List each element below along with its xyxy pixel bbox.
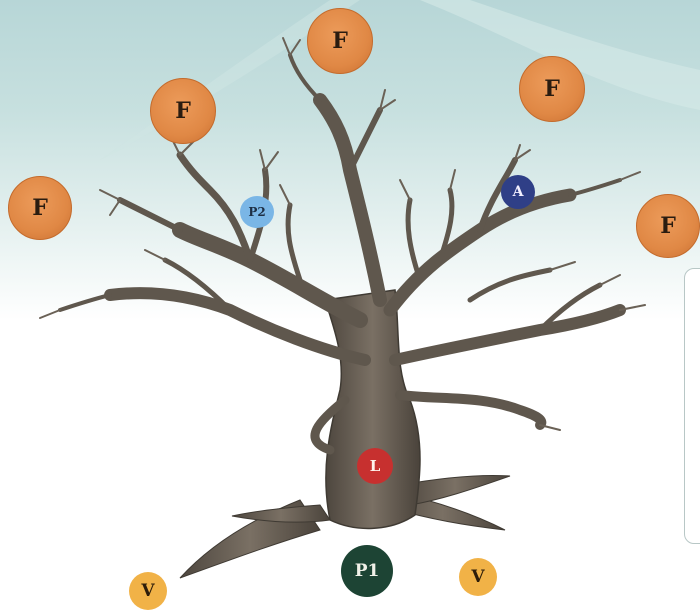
branch-label-p2: P2 [240,196,274,228]
root-label-p1: P1 [341,545,393,597]
fruit-badge: F [636,194,700,258]
fruit-badge: F [519,56,585,122]
sky-streak [420,0,700,110]
branch-label-a: A [501,175,535,209]
tree-twigs [39,37,646,431]
fruit-badge: F [307,8,373,74]
fruit-badge: F [8,176,72,240]
fruit-badge: F [150,78,216,144]
tree-roots [179,474,511,579]
root-label-v-right: V [459,558,497,596]
root-label-v-left: V [129,572,167,610]
side-panel [684,268,700,544]
trunk-label-l: L [357,448,393,484]
